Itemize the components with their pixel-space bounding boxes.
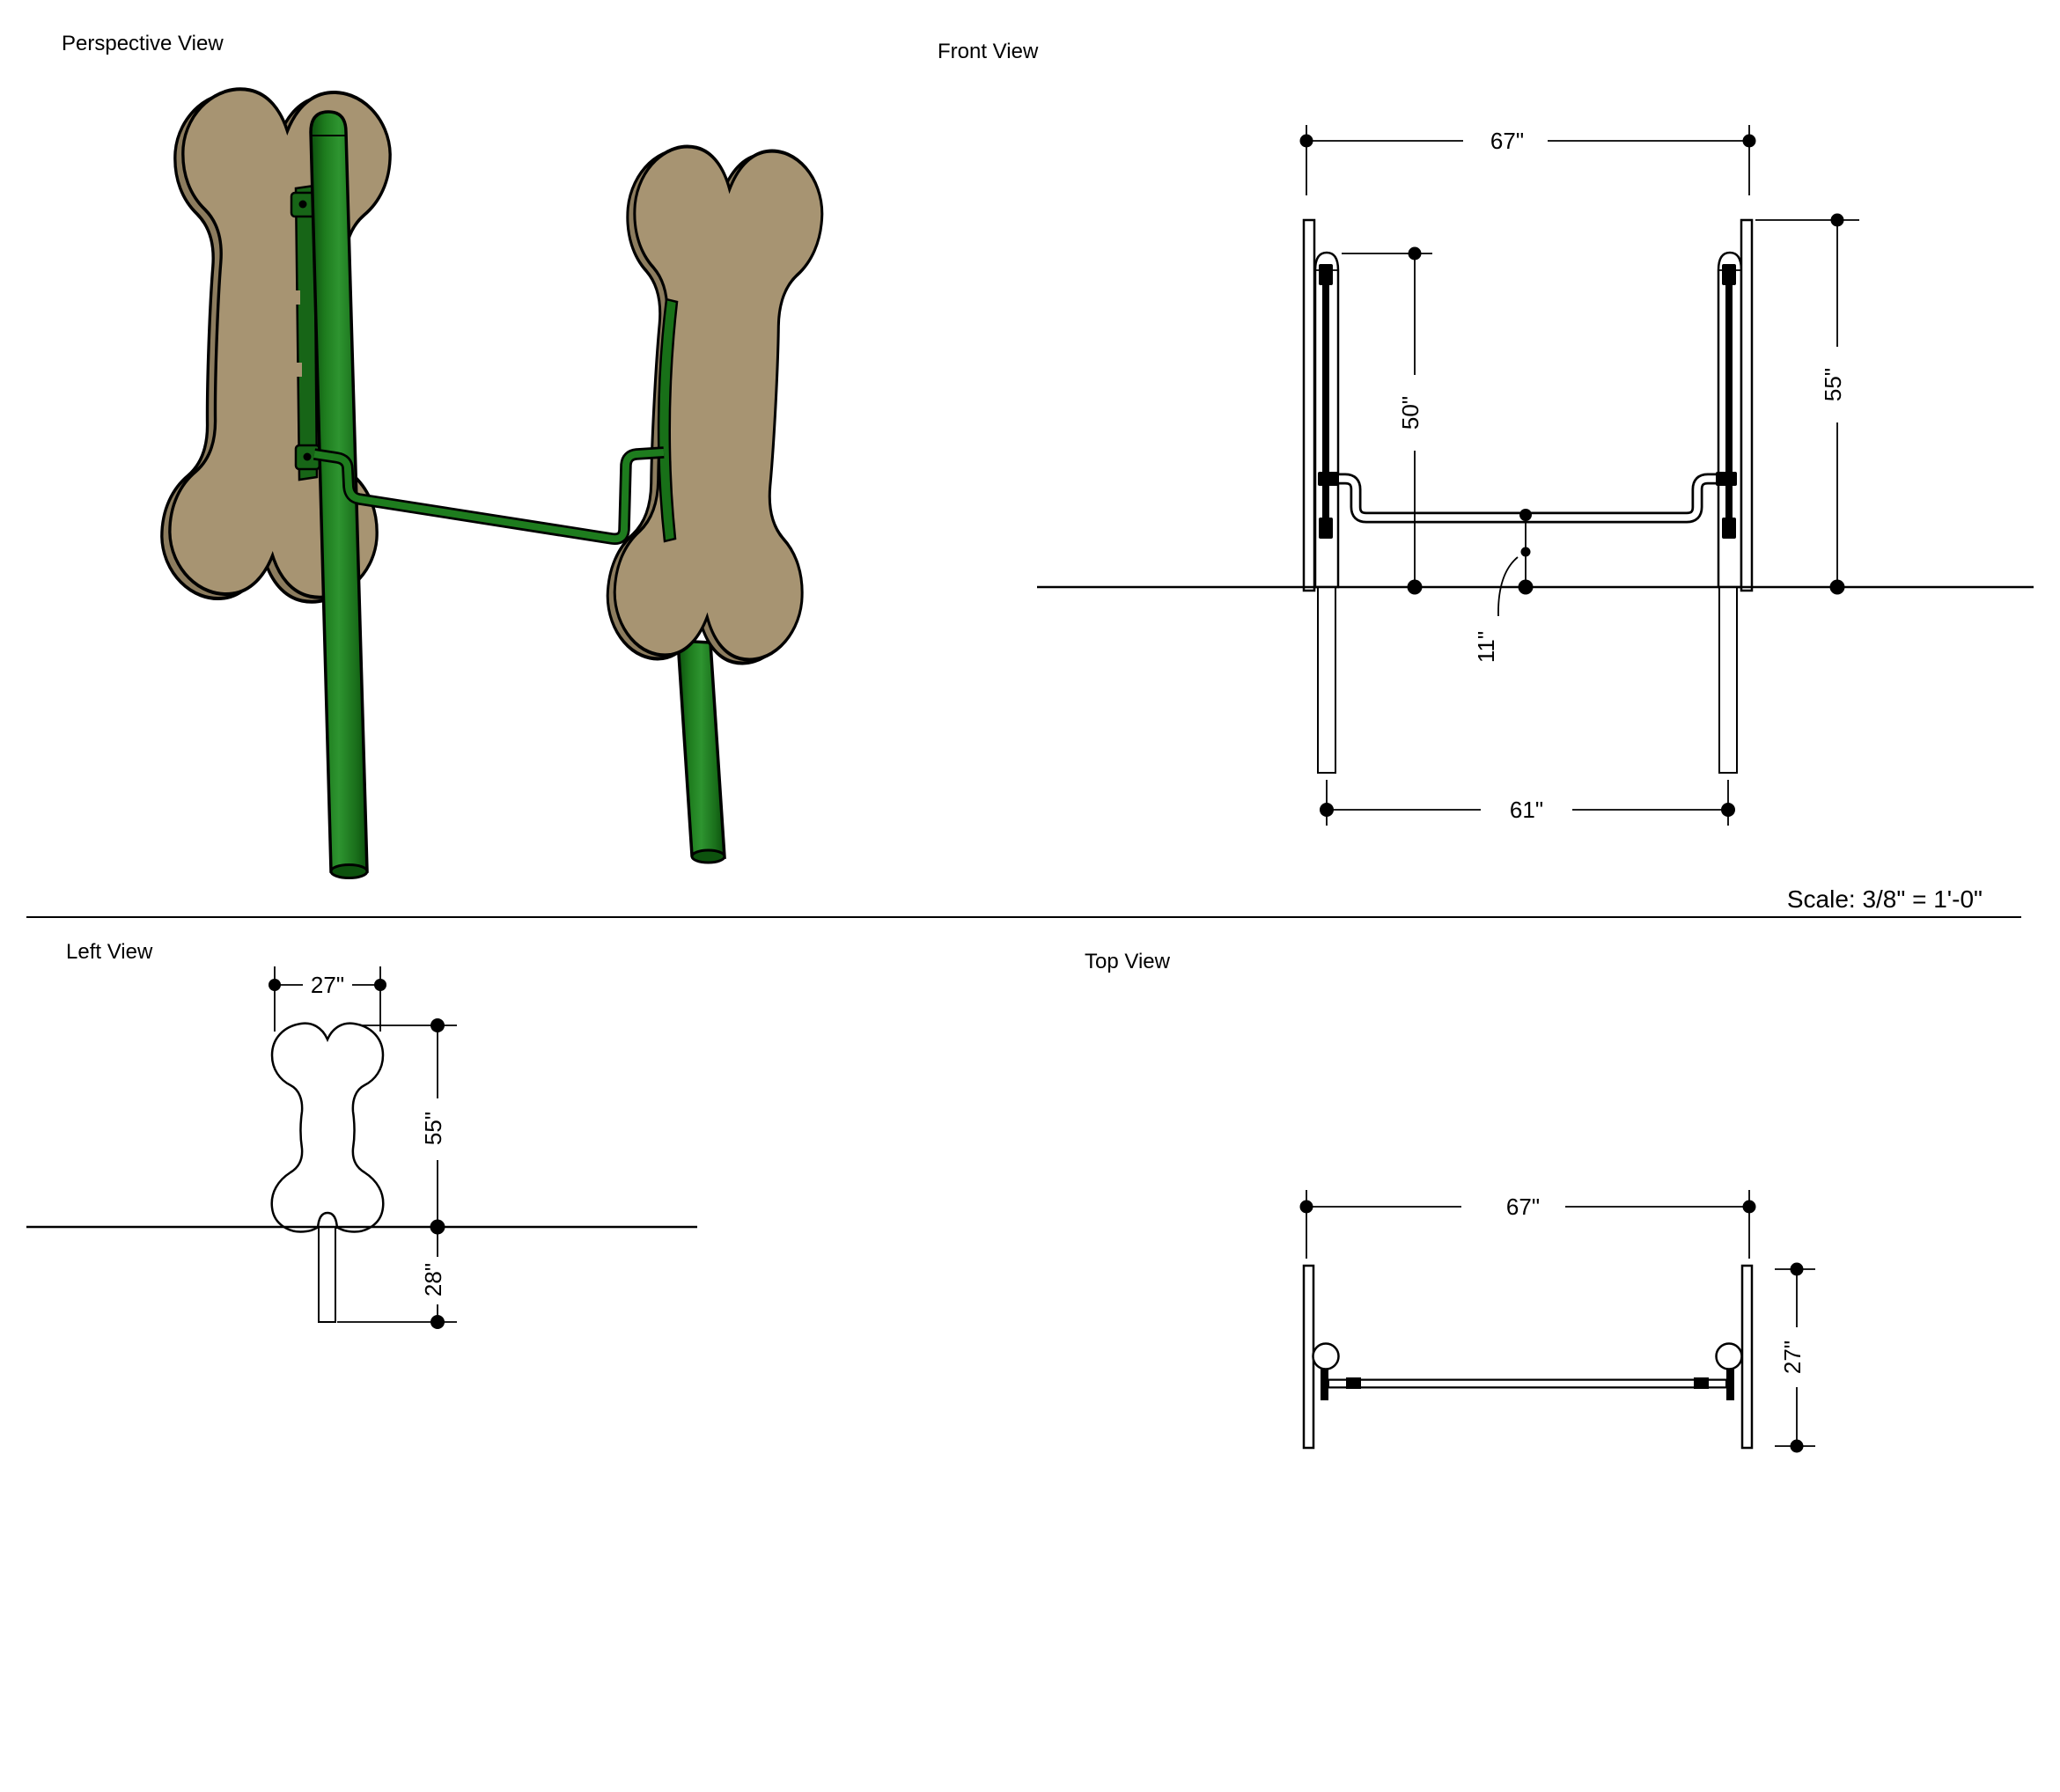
dim-left-panel-width: 27" — [269, 966, 386, 1032]
dim-label-67-top: 67" — [1506, 1193, 1540, 1220]
dim-front-panel-height: 55" — [1755, 213, 1859, 595]
panel-edge-left — [1302, 218, 1316, 592]
left-view: Left View 27" 55" — [26, 940, 697, 1329]
dim-label-61: 61" — [1510, 797, 1543, 823]
perspective-view-title: Perspective View — [62, 32, 224, 55]
bracket-tab — [1319, 518, 1333, 539]
dim-label-28: 28" — [420, 1263, 446, 1296]
mounting-bracket-left — [290, 184, 321, 481]
post-notch — [316, 1211, 339, 1230]
bracket-tab — [1722, 518, 1736, 539]
perspective-view: Perspective View — [62, 32, 824, 879]
dim-label-27: 27" — [311, 972, 344, 998]
panel-edge-right — [1740, 218, 1754, 592]
dim-label-55: 55" — [1820, 368, 1846, 401]
bracket-right — [1725, 264, 1733, 539]
post-section-right — [1715, 1342, 1743, 1370]
top-view: Top View 67" — [1085, 950, 1815, 1453]
sheet-annotations: Scale: 3/8" = 1'-0" — [26, 885, 2021, 918]
dim-top-overall-width: 67" — [1299, 1190, 1756, 1259]
post-sliver-right — [657, 297, 679, 543]
leader-arc — [1497, 556, 1519, 617]
dim-label-11: 11" — [1473, 631, 1499, 663]
post-left-embedded — [1317, 586, 1336, 774]
dim-front-post-height: 50" — [1342, 246, 1432, 595]
dim-front-post-spacing: 61" — [1320, 780, 1735, 826]
front-view: Front View — [938, 40, 2034, 826]
dim-left-panel-height: 55" — [361, 1018, 457, 1235]
bracket-notch — [296, 363, 302, 377]
bar-clamp-right — [1716, 472, 1737, 486]
dim-front-overall-width: 67" — [1299, 125, 1756, 195]
bracket-bolt-bottom — [303, 452, 312, 461]
top-view-title: Top View — [1085, 950, 1171, 973]
dim-label-67: 67" — [1490, 128, 1524, 154]
bracket-notch — [294, 290, 300, 305]
bracket-tab — [1722, 264, 1736, 285]
bone-panel-outline — [270, 1022, 385, 1233]
dim-label-27-top: 27" — [1779, 1340, 1806, 1374]
panel-plan-right — [1740, 1264, 1754, 1450]
bar-clamp-left — [1318, 472, 1339, 486]
left-view-title: Left View — [66, 940, 153, 964]
post-embedded-left-view — [318, 1226, 336, 1323]
bone-panel-right — [613, 144, 824, 662]
dim-label-55-left: 55" — [420, 1112, 446, 1145]
dim-label-50: 50" — [1397, 396, 1424, 430]
front-view-title: Front View — [938, 40, 1039, 63]
bracket-tab — [1319, 264, 1333, 285]
bar-bracket-right-plan — [1694, 1377, 1709, 1389]
jump-bar-top — [1321, 1369, 1734, 1400]
bar-clamp-left-plan — [1321, 1369, 1328, 1400]
dim-top-panel-length: 27" — [1775, 1262, 1815, 1453]
bar-bracket-left-plan — [1346, 1377, 1361, 1389]
dim-front-bar-height: 11" — [1473, 509, 1534, 663]
jump-bar-perspective — [313, 446, 665, 546]
bracket-bolt-top — [298, 200, 307, 209]
scale-note: Scale: 3/8" = 1'-0" — [1787, 885, 1983, 913]
bracket-left — [1322, 264, 1329, 539]
post-right-embedded — [1718, 586, 1738, 774]
support-post-left — [309, 110, 369, 879]
bar-clamp-right-plan — [1726, 1369, 1734, 1400]
support-post-right — [676, 639, 726, 864]
post-bottom-cap — [690, 848, 726, 864]
post-section-left — [1312, 1342, 1340, 1370]
post-bottom-cap — [329, 863, 369, 879]
dim-left-embedment: 28" — [337, 1227, 457, 1329]
